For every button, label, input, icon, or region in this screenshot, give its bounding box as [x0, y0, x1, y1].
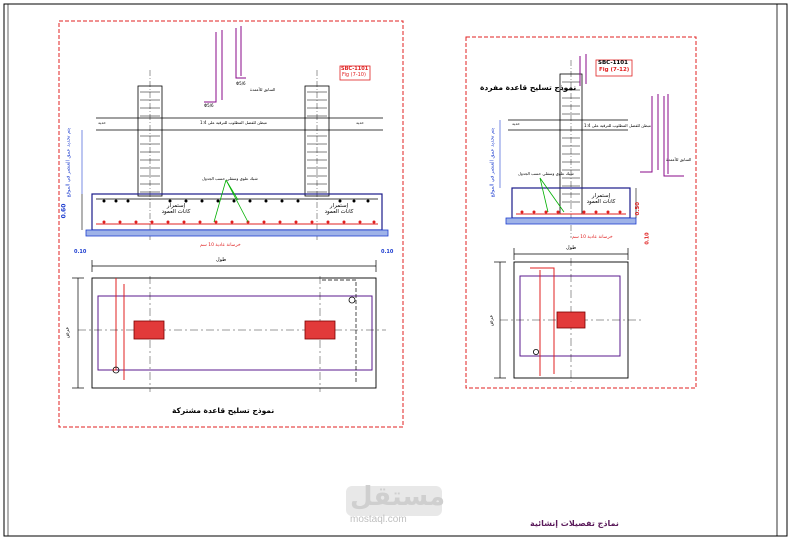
isolated-lean-note: خرسانة عادية 10 سم	[572, 235, 613, 240]
bent-bar-detail-right	[235, 26, 246, 79]
combined-plan-bar-hook-left	[112, 278, 117, 371]
sheet-title: نماذج تفصيلات إنشائية	[530, 519, 619, 528]
mostaql-logo	[346, 486, 442, 516]
isolated-vertical-note: يتم تحديد عمق العنصر في الموقع	[489, 127, 496, 198]
isolated-col-label: إستمرار كانات العمود	[586, 193, 616, 205]
isolated-plan-bar-hook	[530, 267, 555, 376]
iso-bent-bar-detail	[640, 94, 684, 177]
combined-dim-length: طول	[216, 257, 227, 263]
combined-beam-note: مبطن للفصل المطلوب للترقية على 1:4	[200, 120, 267, 125]
combined-dim-cover: 0.10	[74, 249, 87, 255]
iso-plan-anchor	[533, 348, 540, 355]
isolated-green-note: شبك علوي وسفلي حسب الجدول	[518, 171, 574, 176]
combined-phi-right: Φ5/6	[236, 81, 246, 86]
combined-dim-width: عرض	[64, 326, 71, 339]
footing-bottom-dots	[102, 220, 376, 224]
combined-plan-bar-hook-right	[322, 279, 357, 384]
iso-top-bent-bars	[579, 54, 587, 86]
footing-top-dots	[102, 199, 370, 203]
combined-col-label-left: إستمرار كانات العمود	[161, 203, 191, 215]
combined-plan-column-right	[304, 320, 336, 340]
combined-vertical-note: يتم تحديد عمق العنصر في الموقع	[65, 127, 72, 198]
watermark-arabic: مستقل	[350, 482, 446, 512]
iso-green-leaders	[539, 177, 565, 213]
isolated-ref-fig: Fig (7-12)	[599, 67, 630, 73]
isolated-small-note: السابق للأعمدة	[666, 157, 692, 162]
sheet-frame	[3, 3, 788, 537]
combined-plan-column-left	[133, 320, 165, 340]
isolated-plan-column	[556, 311, 586, 329]
isolated-footing-panel	[465, 36, 697, 389]
combined-bar-left: حديد	[98, 120, 106, 125]
isolated-beam-note: مبطن للفصل المطلوب للترقية على 1:4	[584, 123, 651, 128]
combined-plan-anchor-left	[112, 366, 120, 374]
combined-ref-code: SBC-1101	[341, 66, 369, 72]
combined-ref-fig: Fig (7-10)	[342, 72, 366, 78]
isolated-dim-height: 0.50	[635, 201, 642, 216]
green-leader-lines	[213, 179, 249, 223]
combined-green-note: شبك علوي وسفلي حسب الجدول	[202, 176, 258, 181]
isolated-dim-length: طول	[566, 245, 577, 251]
isolated-ref-code: SBC-1101	[598, 60, 628, 66]
combined-phi-left: Φ5/6	[204, 103, 214, 108]
combined-plan-outline	[91, 277, 377, 389]
isolated-plan-inner-bars	[519, 275, 621, 357]
combined-lean-note: خرسانة عادية 10 سم	[200, 243, 241, 248]
isolated-dim-width: عرض	[488, 314, 495, 327]
iso-lean-concrete	[505, 217, 637, 225]
iso-footing-bottom-dots	[520, 210, 622, 214]
combined-plan-anchor-right	[348, 296, 356, 304]
isolated-panel-border	[465, 36, 697, 389]
isolated-ref-box	[595, 59, 633, 77]
combined-caption: نموذج تسليح قاعدة مشتركة	[172, 406, 275, 415]
isolated-caption: نموذج تسليح قاعدة مفردة	[480, 83, 577, 92]
combined-bar-right: حديد	[356, 120, 364, 125]
watermark-english: mostaql.com	[350, 514, 407, 525]
combined-dim-height: 0.60	[60, 203, 68, 219]
combined-dim-cover-right: 0.10	[381, 249, 394, 255]
combined-col-label-right: إستمرار كانات العمود	[324, 203, 354, 215]
combined-small-note: السابق للأعمدة	[250, 87, 276, 92]
combined-lean-concrete	[85, 229, 389, 237]
isolated-bar-left: حديد	[512, 121, 520, 126]
combined-ref-box	[339, 65, 371, 81]
combined-plan-inner-bars	[97, 295, 373, 371]
isolated-dim-cover: 0.10	[644, 232, 651, 245]
combined-footing-panel	[58, 20, 404, 428]
bent-bar-detail-left	[204, 30, 223, 103]
combined-panel-border	[58, 20, 404, 428]
